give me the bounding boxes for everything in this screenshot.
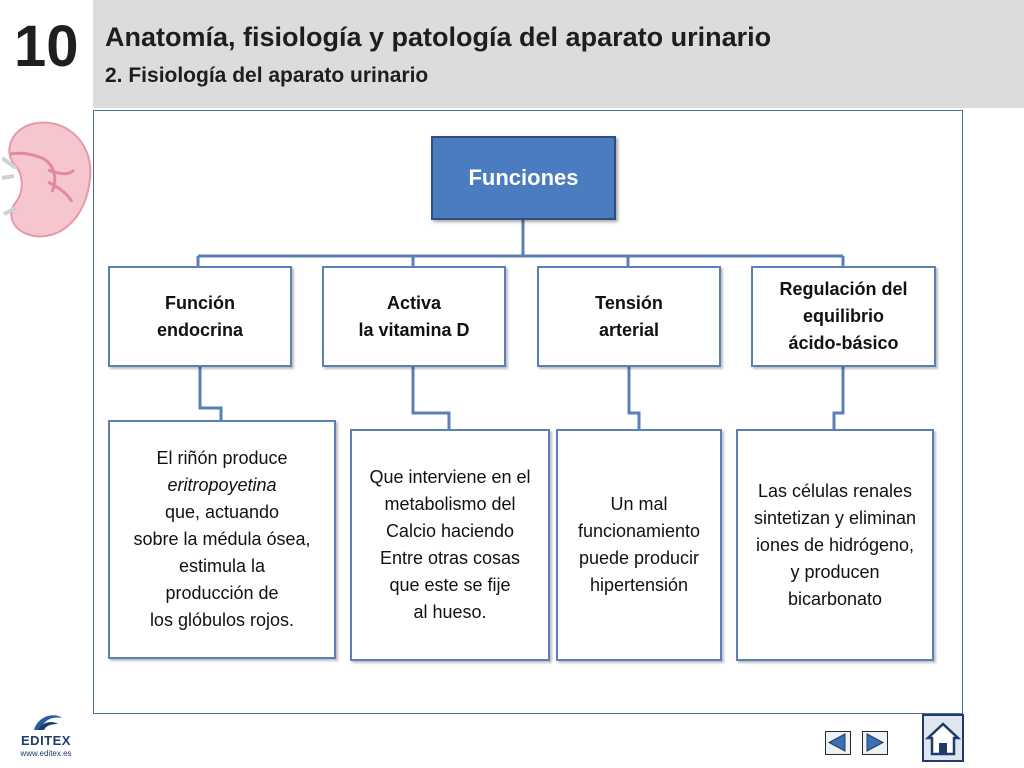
detail-line: los glóbulos rojos. — [149, 610, 295, 630]
detail-line: que, actuando — [164, 502, 280, 522]
header-band: Anatomía, fisiología y patología del apa… — [93, 0, 1024, 108]
detail-line: producción de — [165, 583, 279, 603]
detail-node-vitamina-d: Que interviene en el metabolismo del Cal… — [350, 429, 550, 661]
detail-node-endocrina: El riñón produce eritropoyetina que, actua… — [108, 420, 336, 659]
chapter-number: 10 — [14, 14, 79, 79]
next-slide-button[interactable] — [862, 731, 888, 755]
detail-text-endocrina: El riñón produce eritropoyetina que, actua… — [133, 445, 310, 634]
triangle-left-icon — [827, 733, 846, 752]
function-node-acido-basico: Regulación del equilibrio ácido-básico — [751, 266, 936, 367]
page-subtitle: 2. Fisiología del aparato urinario — [105, 64, 429, 87]
previous-slide-button[interactable] — [825, 731, 851, 755]
detail-line: estimula la — [178, 556, 266, 576]
detail-line: El riñón produce — [156, 448, 288, 468]
root-node-funciones: Funciones — [431, 136, 616, 220]
editex-logo-icon — [34, 715, 62, 730]
home-icon — [924, 722, 962, 756]
home-button[interactable] — [922, 714, 964, 762]
function-node-vitamina-d: Activa la vitamina D — [322, 266, 506, 367]
triangle-right-icon — [866, 733, 885, 752]
function-node-endocrina: Función endocrina — [108, 266, 292, 367]
logo-text: EDITEX — [21, 733, 71, 748]
logo-url: www.editex.es — [20, 749, 72, 758]
detail-node-tension-arterial: Un mal funcionamiento puede producir hip… — [556, 429, 722, 661]
editex-logo: EDITEX www.editex.es — [14, 708, 78, 764]
detail-line: eritropoyetina — [167, 475, 277, 495]
function-node-tension-arterial: Tensión arterial — [537, 266, 721, 367]
detail-node-acido-basico: Las células renales sintetizan y elimina… — [736, 429, 934, 661]
page-title: Anatomía, fisiología y patología del apa… — [105, 22, 772, 52]
kidney-illustration-icon — [2, 121, 92, 238]
detail-line: sobre la médula ósea, — [133, 529, 311, 549]
